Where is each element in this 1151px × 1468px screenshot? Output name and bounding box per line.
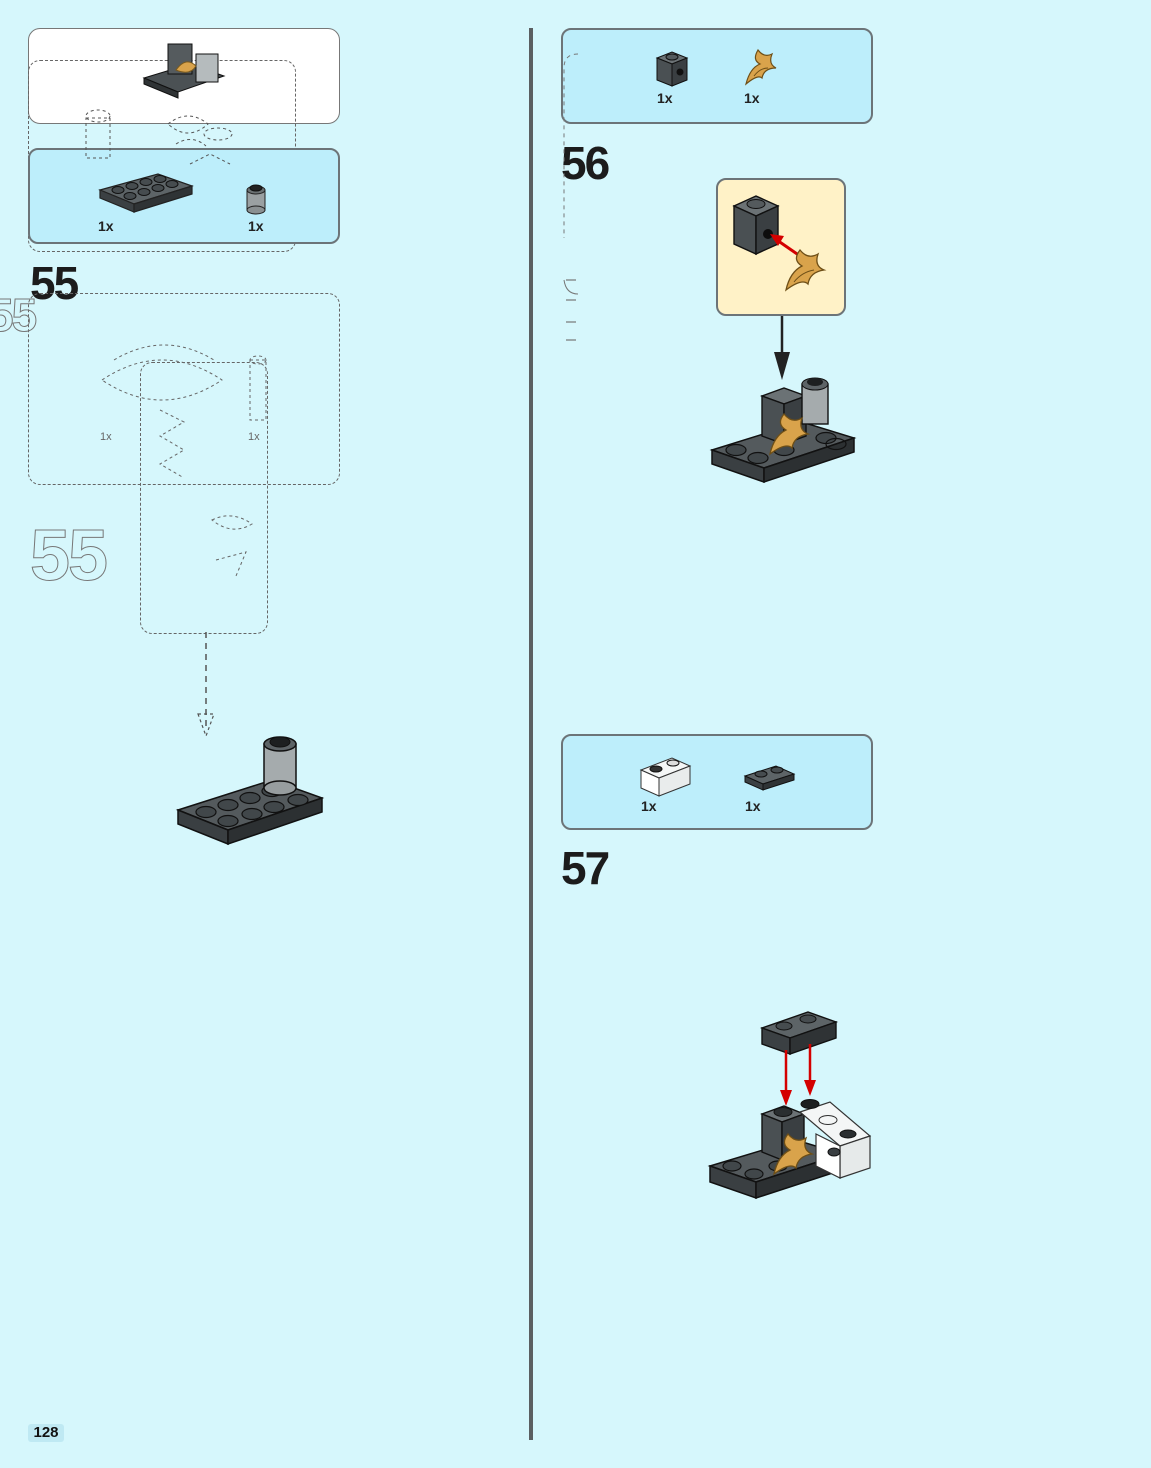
qty-label: 1x [657,90,673,106]
step-number: 57 [561,842,610,894]
page-divider [529,28,533,1440]
callout-detail-icon [732,195,827,292]
ghost-outline [140,362,268,634]
page-number: 128 [28,1424,64,1442]
step-number: 56 [561,137,610,189]
step-55-assembly [175,736,325,846]
qty-label: 1x [641,798,657,814]
qty-label: 1x [98,218,114,234]
plate-1x2-icon [743,765,796,791]
qty-label: 1x [744,90,760,106]
ghost-step-number: 55 [29,516,108,596]
flame-icon [744,48,777,86]
parts-box-step-56 [561,28,873,124]
transparent-brick-icon [639,757,692,797]
ghost-exploded-parts: 1x 1x [100,344,267,577]
ghost-exploded-parts [85,109,233,165]
plate-2x4-icon [98,173,194,213]
ghost-outline [28,293,340,485]
brick-with-hole-icon [655,51,689,87]
step-57-assembly [707,1011,872,1200]
ghost-arrow-icon [197,632,215,738]
round-brick-icon [246,184,266,215]
step-56-assembly [709,377,857,484]
ghost-assembly-icon [142,43,226,99]
ghost-step-number: 55 [0,289,38,341]
ghost-edges [563,53,579,341]
qty-label: 1x [745,798,761,814]
qty-label: 1x [248,218,264,234]
svg-text:1x: 1x [100,431,112,443]
down-arrow-icon [774,316,790,380]
svg-text:1x: 1x [248,431,260,443]
parts-box-step-57 [561,734,873,830]
sub-step-callout [716,178,846,316]
